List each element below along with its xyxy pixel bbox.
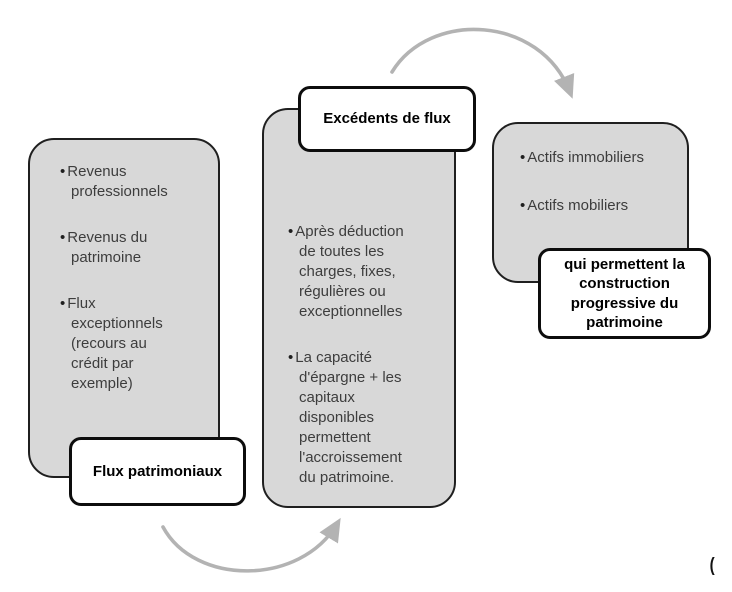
stage-box-flux-patrimoniaux: •Revenus professionnels •Revenus du patr…: [28, 138, 220, 478]
label-text: Excédents de flux: [323, 110, 451, 128]
label-text: Flux patrimoniaux: [92, 462, 223, 480]
bullet-list: •Revenus professionnels •Revenus du patr…: [60, 162, 180, 420]
list-item: •La capacité d'épargne + les capitaux di…: [288, 348, 412, 488]
list-item: •Actifs immobiliers: [520, 148, 648, 168]
stray-mark: (: [709, 555, 715, 576]
bullet-icon: •: [520, 149, 526, 166]
label-text: qui permettent la construction progressi…: [564, 255, 685, 332]
label-excedents-de-flux: Excédents de flux: [298, 86, 476, 152]
list-item: •Revenus du patrimoine: [60, 228, 180, 268]
bullet-icon: •: [60, 163, 66, 180]
bullet-text: Actifs immobiliers: [527, 149, 644, 166]
list-item: •Flux exceptionnels (recours au crédit p…: [60, 294, 180, 394]
stage-box-excedents-de-flux: •Après déduction de toutes les charges, …: [262, 108, 456, 508]
bullet-text: Revenus du patrimoine: [67, 229, 148, 266]
bullet-text: Flux exceptionnels (recours au crédit pa…: [67, 295, 163, 392]
label-flux-patrimoniaux: Flux patrimoniaux: [69, 437, 246, 506]
bullet-text: La capacité d'épargne + les capitaux dis…: [295, 349, 402, 486]
bullet-icon: •: [288, 223, 294, 240]
arrow-top-curve: [390, 27, 575, 99]
label-construction-patrimoine: qui permettent la construction progressi…: [538, 248, 711, 339]
bullet-icon: •: [520, 197, 526, 214]
bullet-text: Après déduction de toutes les charges, f…: [295, 223, 404, 320]
bullet-text: Revenus professionnels: [67, 163, 168, 200]
list-item: •Revenus professionnels: [60, 162, 180, 202]
bullet-icon: •: [60, 229, 66, 246]
arrow-bottom-curve: [161, 517, 341, 573]
bullet-icon: •: [60, 295, 66, 312]
list-item: •Actifs mobiliers: [520, 196, 648, 216]
bullet-list: •Actifs immobiliers •Actifs mobiliers: [520, 148, 648, 244]
bullet-icon: •: [288, 349, 294, 366]
bullet-list: •Après déduction de toutes les charges, …: [288, 222, 412, 514]
bullet-text: Actifs mobiliers: [527, 197, 629, 214]
list-item: •Après déduction de toutes les charges, …: [288, 222, 412, 322]
